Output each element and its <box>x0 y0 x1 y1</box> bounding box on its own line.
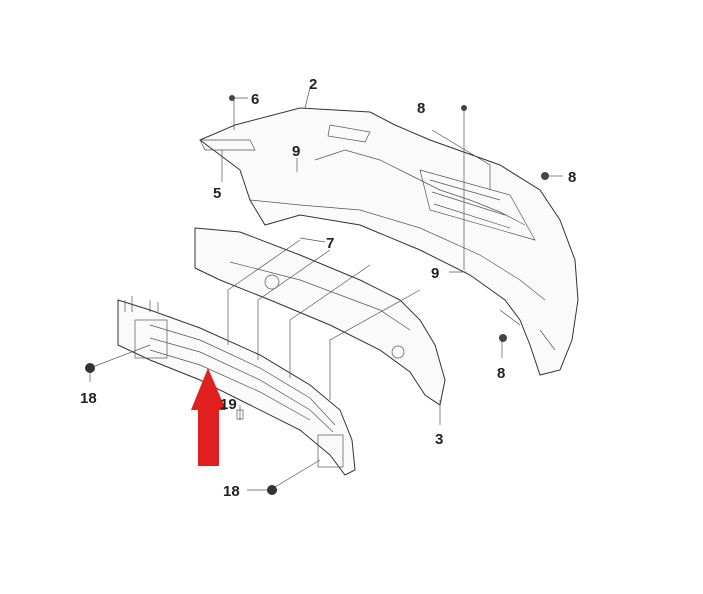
leader-lines <box>89 87 563 491</box>
nut-18-left <box>85 363 95 373</box>
fasteners <box>85 95 549 495</box>
bumper-cover <box>199 107 579 376</box>
clip-6 <box>229 95 235 101</box>
clip-19 <box>236 409 244 420</box>
bolt-8-lower <box>499 334 507 342</box>
callout-3: 3 <box>435 431 443 448</box>
callout-7: 7 <box>326 235 334 252</box>
bumper-beam <box>117 296 356 476</box>
callout-18-lower: 18 <box>223 483 240 500</box>
nut-18-lower <box>267 485 277 495</box>
callout-labels: 2 6 5 9 8 8 7 9 8 3 18 19 18 <box>80 76 576 500</box>
bolt-8-right <box>541 172 549 180</box>
highlight-arrow <box>191 368 226 466</box>
callout-8-lower: 8 <box>497 365 505 382</box>
callout-8-right: 8 <box>568 169 576 186</box>
callout-19: 19 <box>220 396 237 413</box>
callout-18-left: 18 <box>80 390 97 407</box>
bolt-8-top <box>461 105 467 111</box>
callout-9-lower: 9 <box>431 265 439 282</box>
callout-6: 6 <box>251 91 259 108</box>
callout-9-upper: 9 <box>292 143 300 160</box>
callout-2: 2 <box>309 76 317 93</box>
callout-8-top: 8 <box>417 100 425 117</box>
callout-5: 5 <box>213 185 221 202</box>
